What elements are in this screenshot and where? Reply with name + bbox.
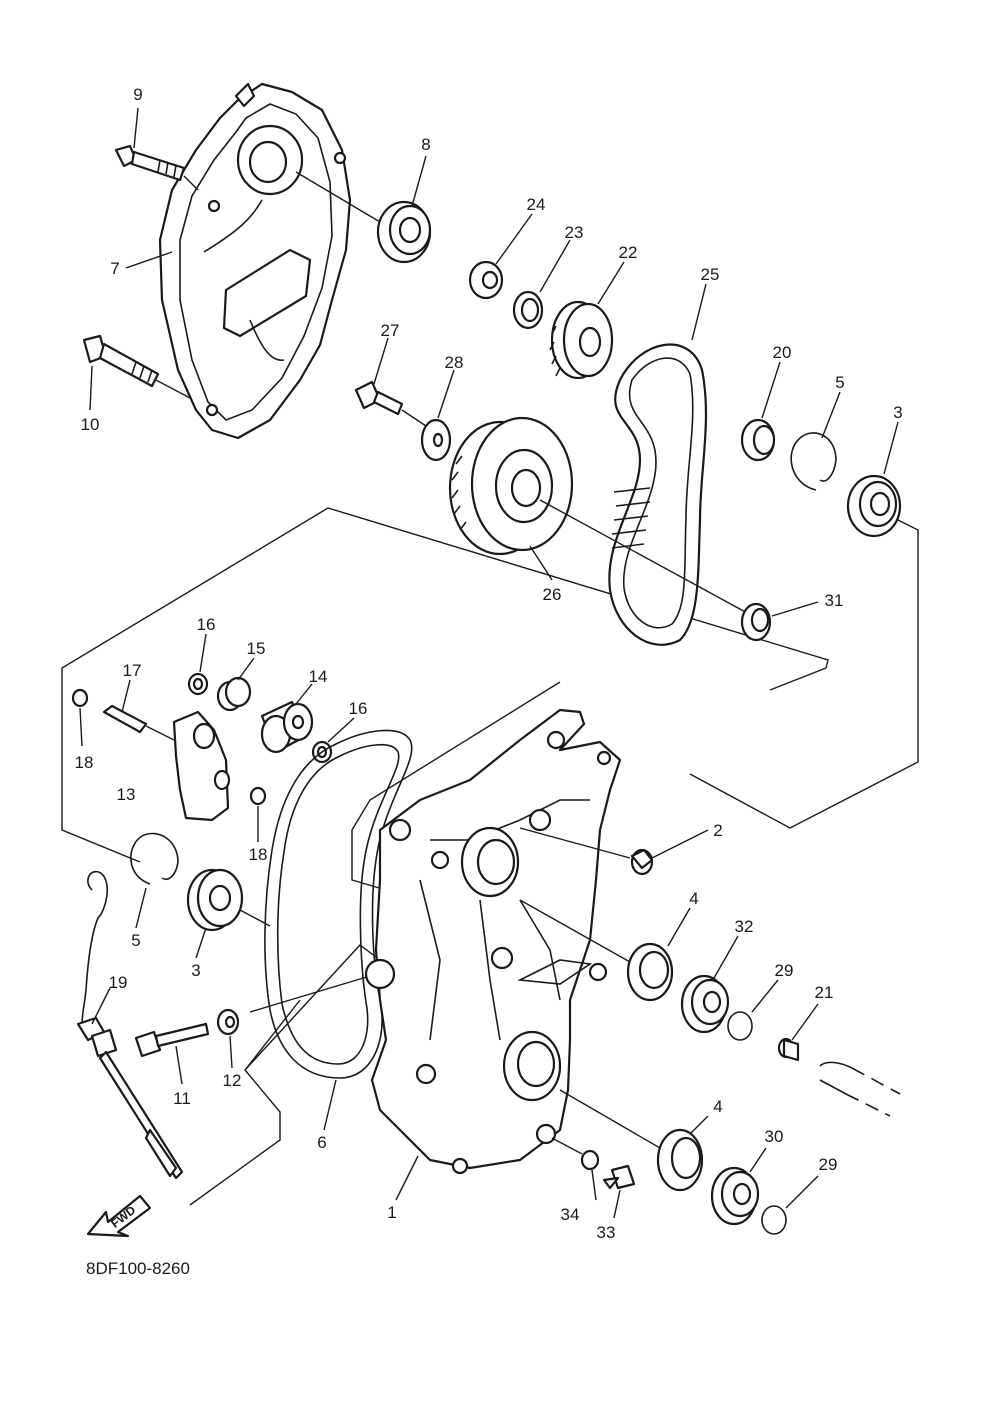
seal-part-31 xyxy=(740,602,772,642)
roller-part-14 xyxy=(260,700,314,754)
callout-11: 11 xyxy=(173,1089,191,1108)
callout-9: 9 xyxy=(133,85,142,104)
callout-31: 31 xyxy=(825,591,844,610)
callout-18-upper: 18 xyxy=(75,753,94,772)
cover-part-7 xyxy=(158,82,352,440)
callout-32: 32 xyxy=(735,917,754,936)
callout-8: 8 xyxy=(421,135,430,154)
callout-3-lower: 3 xyxy=(191,961,200,980)
callout-24: 24 xyxy=(527,195,546,214)
pin-part-17 xyxy=(102,704,148,734)
callout-5-lower: 5 xyxy=(131,931,140,950)
seal-part-4-upper xyxy=(519,899,674,1002)
callout-20: 20 xyxy=(773,343,792,362)
tensioner-arm-part-13 xyxy=(145,710,231,822)
plug-part-2 xyxy=(519,827,654,876)
bolt-part-10 xyxy=(82,334,191,399)
callout-25: 25 xyxy=(701,265,720,284)
clip-part-18-upper xyxy=(71,688,89,708)
collar-part-16-upper xyxy=(187,672,209,696)
callout-21: 21 xyxy=(815,983,834,1002)
callout-17: 17 xyxy=(123,661,142,680)
bolt-part-11 xyxy=(134,1022,210,1058)
callout-34: 34 xyxy=(561,1205,580,1224)
dipstick-part-19 xyxy=(76,870,184,1180)
bolt-part-9 xyxy=(114,144,199,191)
callout-12: 12 xyxy=(223,1071,242,1090)
bearing-part-3-lower xyxy=(186,868,271,932)
bearing-part-3-upper xyxy=(846,474,902,538)
bearing-part-30 xyxy=(710,1166,760,1226)
clip-part-18-lower xyxy=(249,786,267,806)
group-outline-lower xyxy=(189,944,381,1206)
fwd-arrow-icon: FWD xyxy=(86,1194,152,1238)
callout-22: 22 xyxy=(619,243,638,262)
bearing-part-32 xyxy=(680,974,730,1034)
callout-14: 14 xyxy=(309,667,328,686)
callout-3-upper: 3 xyxy=(893,403,902,422)
washer-part-28 xyxy=(401,409,452,462)
roller-part-15 xyxy=(216,676,252,712)
callout-26: 26 xyxy=(543,585,562,604)
callout-29-upper: 29 xyxy=(775,961,794,980)
callout-leaders xyxy=(79,107,899,1219)
callout-1: 1 xyxy=(387,1203,396,1222)
ring-part-29-upper xyxy=(727,1011,753,1041)
gasket-part-6 xyxy=(264,729,413,1079)
callout-labels: 9 8 7 10 24 23 22 25 27 28 26 20 5 3 31 … xyxy=(75,85,903,1242)
callout-28: 28 xyxy=(445,353,464,372)
circlip-part-5-lower xyxy=(130,832,179,885)
case-part-1 xyxy=(364,708,622,1175)
callout-16-lower: 16 xyxy=(349,699,368,718)
callout-33: 33 xyxy=(597,1223,616,1242)
callout-30: 30 xyxy=(765,1127,784,1146)
callout-2: 2 xyxy=(713,821,722,840)
collar-part-20 xyxy=(740,418,776,462)
bearing-part-8 xyxy=(295,171,432,264)
group-outline-upper xyxy=(61,507,919,901)
callout-18-lower: 18 xyxy=(249,845,268,864)
washer-part-34 xyxy=(551,1137,600,1171)
callout-23: 23 xyxy=(565,223,584,242)
callout-6: 6 xyxy=(317,1133,326,1152)
pin-part-21 xyxy=(777,1037,800,1062)
ring-part-29-lower xyxy=(761,1205,787,1235)
washer-part-23 xyxy=(512,290,544,330)
bolt-part-27 xyxy=(354,380,404,416)
nut-part-24 xyxy=(468,260,504,300)
callout-7: 7 xyxy=(110,259,119,278)
seal-part-4-lower xyxy=(559,1089,704,1192)
gear-part-26 xyxy=(448,416,761,621)
callout-4-upper: 4 xyxy=(689,889,698,908)
nut-part-12 xyxy=(216,975,371,1036)
callout-4-lower: 4 xyxy=(713,1097,722,1116)
callout-13: 13 xyxy=(117,785,136,804)
callout-5-upper: 5 xyxy=(835,373,844,392)
chain-part-25 xyxy=(608,343,708,646)
callout-15: 15 xyxy=(247,639,266,658)
diagram-code: 8DF100-8260 xyxy=(86,1259,190,1278)
callout-27: 27 xyxy=(381,321,400,340)
callout-10: 10 xyxy=(81,415,100,434)
callout-29-lower: 29 xyxy=(819,1155,838,1174)
shaft-hint xyxy=(819,1061,901,1117)
callout-19: 19 xyxy=(109,973,128,992)
sprocket-part-22 xyxy=(549,300,614,380)
circlip-part-5-upper xyxy=(790,432,837,491)
bolt-part-33 xyxy=(602,1164,636,1190)
callout-16-upper: 16 xyxy=(197,615,216,634)
